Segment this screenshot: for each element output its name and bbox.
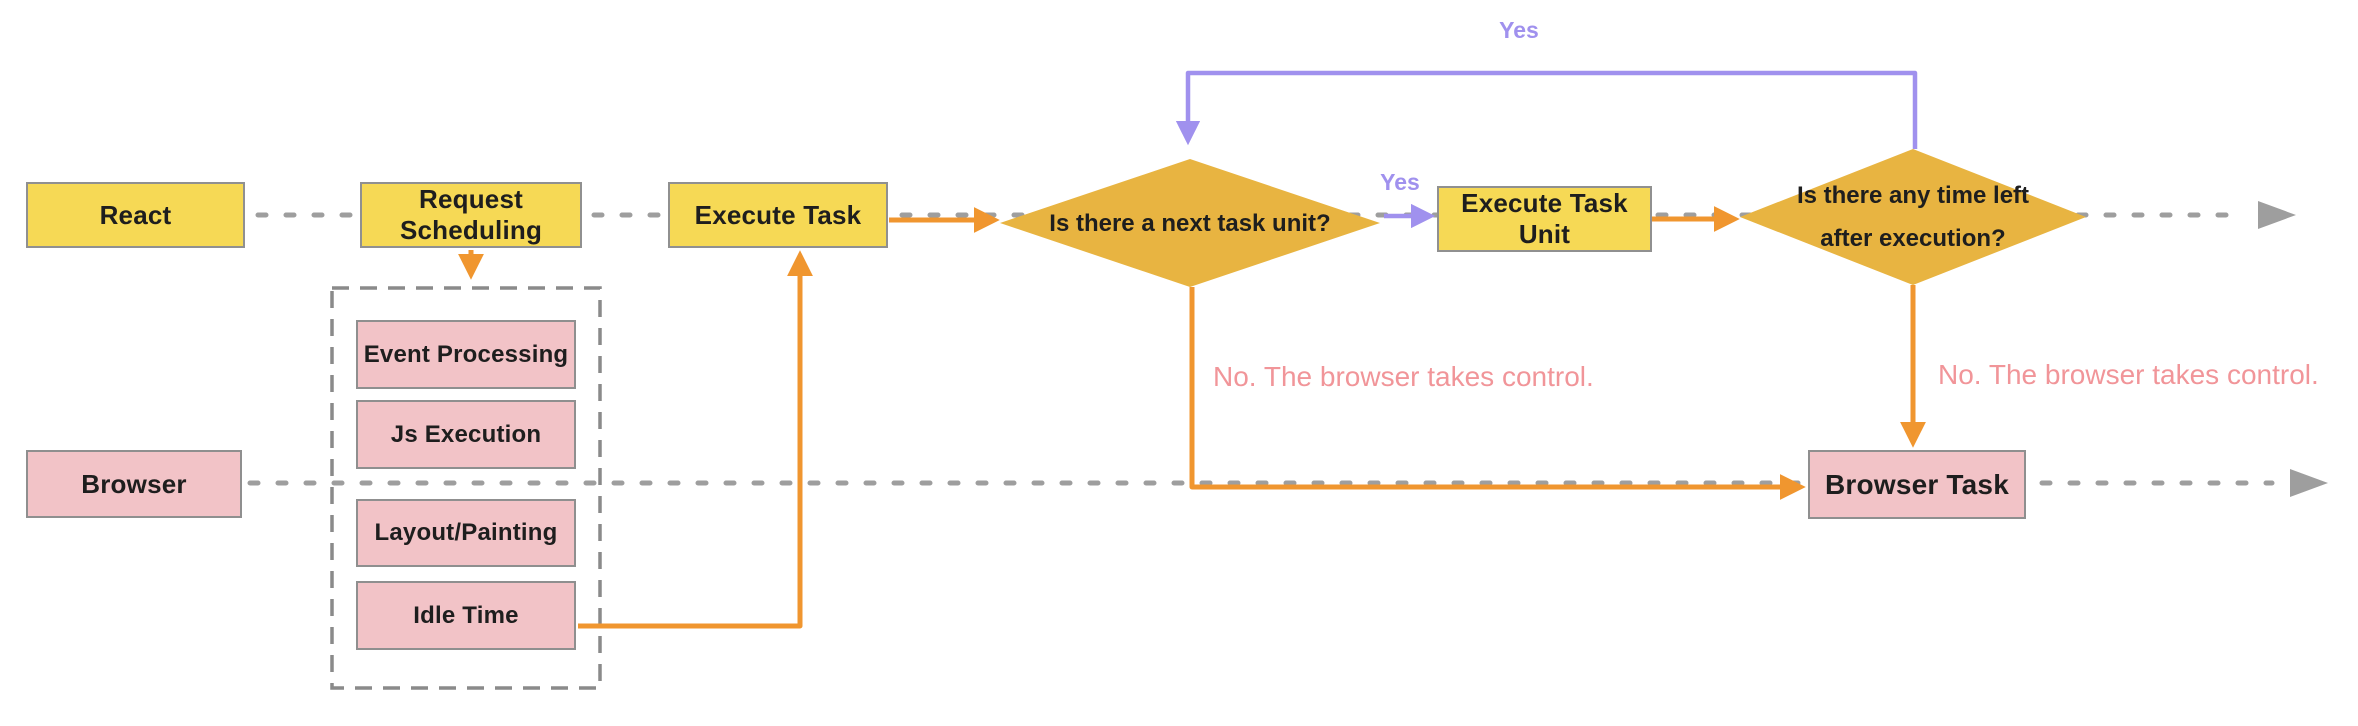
decision-next-task-unit-text: Is there a next task unit?	[1049, 210, 1331, 237]
decision-time-left-diamond	[1740, 149, 2086, 285]
request-scheduling-label: Request Scheduling	[399, 184, 543, 245]
node-event-processing: Event Processing	[356, 320, 576, 389]
decision-time-left-text: Is there any time left after execution?	[1763, 174, 2063, 260]
edge-label-yes-next: Yes	[1380, 169, 1420, 195]
browser-phases-dashed-container	[330, 286, 602, 690]
execute-task-unit-label: Execute Task Unit	[1461, 188, 1628, 249]
layout-painting-label: Layout/Painting	[374, 519, 558, 546]
react-lane-label: React	[99, 199, 172, 230]
node-request-scheduling: Request Scheduling	[360, 182, 582, 248]
browser-lane-label: Browser	[81, 468, 187, 499]
node-browser-task: Browser Task	[1808, 450, 2026, 519]
event-processing-label: Event Processing	[363, 340, 569, 368]
edge-label-yes-loop: Yes	[1499, 17, 1539, 43]
idle-time-label: Idle Time	[413, 601, 519, 629]
edge-label-no-left: No. The browser takes control.	[1213, 361, 1594, 392]
lane-label-browser: Browser	[26, 450, 242, 518]
node-idle-time: Idle Time	[356, 581, 576, 650]
edge-label-no-right: No. The browser takes control.	[1938, 359, 2319, 390]
decision-time-left-line1: Is there any time left	[1796, 182, 2030, 209]
lane-label-react: React	[26, 182, 245, 248]
browser-lane-arrowhead-icon	[2290, 469, 2328, 497]
node-execute-task-unit: Execute Task Unit	[1437, 186, 1652, 252]
decision-time-left-line2: after execution?	[1820, 225, 2006, 252]
react-lane-arrowhead-icon	[2258, 201, 2296, 229]
node-layout-painting: Layout/Painting	[356, 499, 576, 567]
execute-task-label: Execute Task	[694, 199, 862, 230]
node-js-execution: Js Execution	[356, 400, 576, 469]
browser-task-label: Browser Task	[1825, 468, 2009, 500]
js-execution-label: Js Execution	[390, 420, 542, 448]
node-execute-task: Execute Task	[668, 182, 888, 248]
decision-next-task-unit-diamond	[1000, 159, 1380, 287]
